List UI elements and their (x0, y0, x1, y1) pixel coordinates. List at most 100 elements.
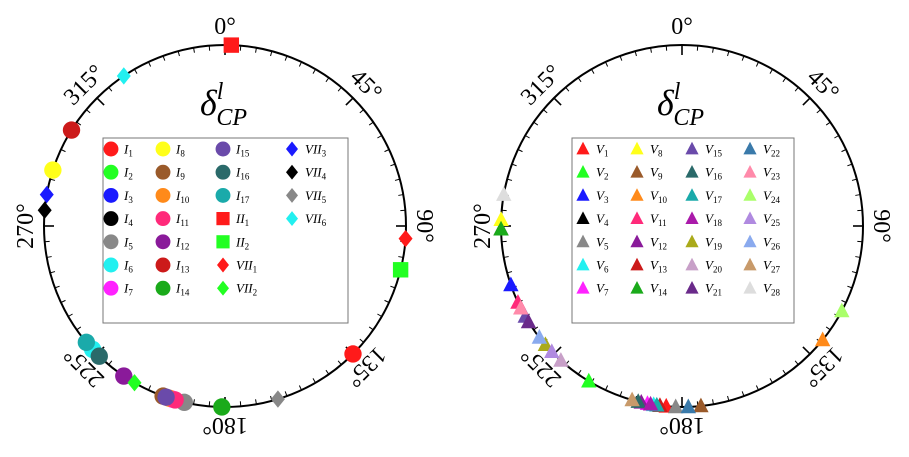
legend-marker (156, 142, 171, 157)
minor-tick (77, 327, 81, 330)
minor-tick (326, 78, 329, 82)
minor-tick (592, 69, 595, 73)
major-tick (97, 98, 104, 105)
minor-tick (338, 361, 341, 365)
legend-marker (104, 188, 119, 203)
minor-tick (377, 314, 381, 317)
minor-tick (61, 300, 66, 302)
legend-marker (216, 212, 229, 225)
minor-tick (842, 150, 847, 152)
legend-marker (104, 258, 119, 273)
minor-tick (817, 110, 821, 113)
data-point (224, 37, 239, 52)
legend-marker (104, 234, 119, 249)
angle-label-270: 270° (13, 203, 39, 249)
data-point (63, 121, 80, 138)
minor-tick (842, 300, 847, 302)
minor-tick (534, 122, 538, 125)
minor-tick (826, 327, 830, 330)
minor-tick (86, 110, 90, 113)
minor-tick (299, 62, 301, 67)
minor-tick (61, 150, 66, 152)
legend-marker (156, 234, 171, 249)
minor-tick (299, 386, 301, 391)
minor-tick (377, 136, 381, 139)
major-tick (803, 98, 810, 105)
data-point (40, 186, 54, 203)
data-point (496, 186, 511, 201)
legend-marker (216, 235, 229, 248)
legend-marker (104, 281, 119, 296)
angle-label-0: 0° (671, 14, 693, 40)
minor-tick (566, 87, 569, 91)
minor-tick (369, 122, 373, 125)
minor-tick (518, 150, 523, 152)
minor-tick (313, 69, 316, 73)
minor-tick (756, 62, 758, 67)
legend-marker (104, 165, 119, 180)
angle-label-0: 0° (214, 14, 236, 40)
data-point (834, 303, 849, 318)
data-point (157, 388, 174, 405)
minor-tick (770, 378, 773, 382)
data-point (91, 348, 108, 365)
legend-marker (104, 211, 119, 226)
data-point (271, 390, 285, 407)
minor-tick (360, 110, 364, 113)
minor-tick (109, 87, 112, 91)
major-tick (554, 98, 561, 105)
minor-tick (783, 78, 786, 82)
data-point (78, 334, 95, 351)
data-point (399, 230, 413, 247)
minor-tick (578, 78, 581, 82)
legend-marker (156, 165, 171, 180)
minor-tick (770, 69, 773, 73)
data-point (581, 373, 596, 388)
legend-marker (216, 142, 231, 157)
data-point (344, 345, 361, 362)
minor-tick (543, 110, 547, 113)
minor-tick (834, 136, 838, 139)
minor-tick (756, 386, 758, 391)
legend-marker (156, 281, 171, 296)
legend-marker (104, 142, 119, 157)
angle-label-90: 90° (411, 209, 437, 243)
minor-tick (795, 361, 798, 365)
angle-label-180: 180° (659, 412, 705, 438)
minor-tick (326, 370, 329, 374)
minor-tick (149, 62, 151, 67)
angle-label-270: 270° (470, 203, 496, 249)
legend-marker (156, 258, 171, 273)
data-point (38, 202, 52, 219)
minor-tick (606, 386, 608, 391)
legend-marker (216, 165, 231, 180)
minor-tick (385, 300, 390, 302)
minor-tick (826, 122, 830, 125)
data-point (503, 277, 518, 292)
minor-tick (338, 87, 341, 91)
minor-tick (385, 150, 390, 152)
legend-marker (156, 188, 171, 203)
minor-tick (578, 370, 581, 374)
minor-tick (360, 339, 364, 342)
minor-tick (149, 386, 151, 391)
data-point (44, 161, 61, 178)
legend-marker (216, 188, 231, 203)
minor-tick (369, 327, 373, 330)
angle-label-180: 180° (202, 412, 248, 438)
major-tick (346, 98, 353, 105)
angle-label-90: 90° (868, 209, 894, 243)
minor-tick (135, 69, 138, 73)
legend-marker (156, 211, 171, 226)
minor-tick (68, 314, 72, 317)
minor-tick (606, 62, 608, 67)
data-point (213, 398, 230, 415)
minor-tick (313, 378, 316, 382)
major-tick (803, 347, 810, 354)
